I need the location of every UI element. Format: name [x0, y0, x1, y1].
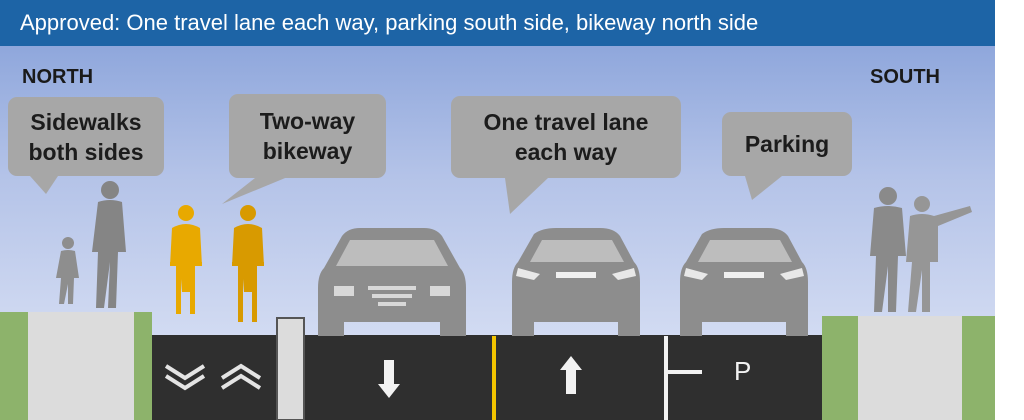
- bike-direction-down-chevrons: [164, 364, 206, 391]
- north-grass: [0, 312, 28, 420]
- bikeway-callout-text: Two-way bikeway: [259, 108, 356, 164]
- pedestrian-south-1: [870, 187, 906, 312]
- bikeway-separator: [276, 317, 305, 420]
- centerline: [492, 336, 496, 420]
- travel-lanes-callout: One travel lane each way: [451, 96, 681, 178]
- cyclist-1: [170, 205, 202, 314]
- car-eastbound: [512, 228, 640, 336]
- travel-lanes-callout-text: One travel lane each way: [483, 109, 649, 165]
- south-label: SOUTH: [870, 66, 940, 88]
- south-buffer-grass: [822, 316, 858, 420]
- travel-lanes-callout-tail: [505, 178, 548, 214]
- south-grass: [962, 316, 995, 420]
- north-label: NORTH: [22, 66, 94, 88]
- eastbound-lane-arrow: [560, 356, 582, 394]
- north-sidewalk: [28, 312, 134, 420]
- adult-pedestrian-north: [92, 181, 126, 308]
- bikeway-callout: Two-way bikeway: [229, 94, 386, 178]
- sky-background: [0, 46, 995, 336]
- sidewalks-callout-text: Sidewalks both sides: [28, 108, 144, 165]
- parking-callout-tail: [745, 176, 782, 200]
- sidewalks-callout: Sidewalks both sides: [8, 97, 164, 176]
- north-buffer-grass: [134, 312, 152, 420]
- bike-direction-up-chevrons: [220, 363, 262, 390]
- parking-stall-tick: [664, 370, 702, 374]
- pedestrian-south-2-pointing: [906, 196, 972, 312]
- bikeway-callout-tail: [222, 176, 290, 204]
- parking-callout-text: Parking: [744, 131, 830, 157]
- parking-callout: Parking: [722, 112, 852, 176]
- parking-lane-line: [664, 336, 668, 420]
- south-sidewalk: [858, 316, 962, 420]
- car-westbound: [318, 228, 466, 336]
- cyclist-2: [232, 205, 264, 322]
- parking-lane-letter: P: [734, 356, 752, 386]
- westbound-lane-arrow: [378, 360, 400, 398]
- road-pavement: [152, 335, 822, 420]
- sidewalks-callout-tail: [30, 176, 58, 194]
- title-bar: Approved: One travel lane each way, park…: [0, 0, 995, 46]
- car-parked: [680, 228, 808, 336]
- child-pedestrian-north: [56, 237, 79, 304]
